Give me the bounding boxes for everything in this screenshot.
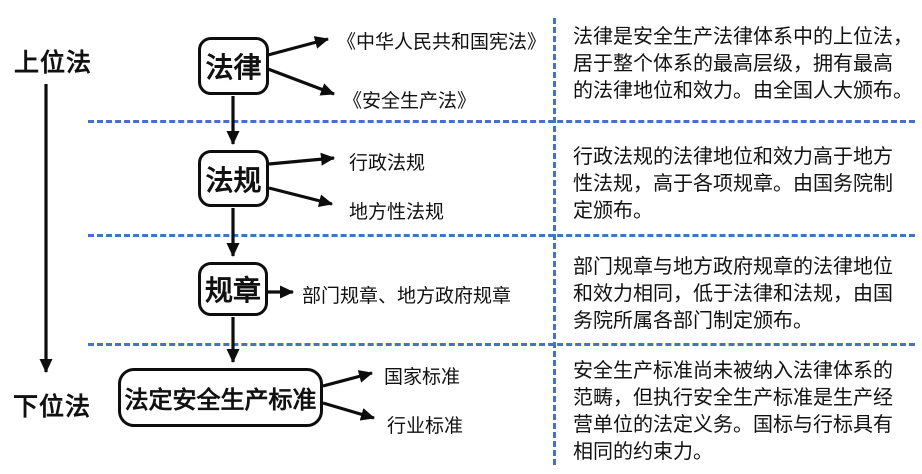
arrow-law-to-constitution	[267, 36, 329, 57]
description-rule-line-3: 务院所属各部门制定颁布。	[573, 310, 813, 332]
row-separator-1	[88, 120, 915, 123]
description-law-line-1: 法律是安全生产法律体系中的上位法，	[573, 26, 913, 48]
description-standard-line-4: 相同的约束力。	[573, 441, 713, 463]
column-separator	[553, 18, 556, 465]
example-constitution: 《中华人民共和国宪法》	[337, 32, 547, 53]
description-standard-line-2: 范畴，但执行安全生产标准是生产经	[573, 387, 893, 409]
description-law-line-3: 的法律地位和效力。由全国人大颁布。	[573, 80, 913, 102]
row-separator-2	[88, 234, 915, 237]
node-regulation-label: 法规	[205, 164, 262, 196]
description-regulation: 行政法规的法律地位和效力高于地方 性法规，高于各项规章。由国务院制 定颁布。	[573, 144, 918, 225]
description-rule-line-2: 和效力相同，低于法律和法规，由国	[573, 283, 893, 305]
description-law-line-2: 居于整个体系的最高层级，拥有最高	[573, 53, 893, 75]
node-standard: 法定安全生产标准	[118, 368, 323, 427]
description-standard: 安全生产标准尚未被纳入法律体系的 范畴，但执行安全生产标准是生产经 营单位的法定…	[573, 358, 918, 466]
example-national-standard: 国家标准	[384, 367, 461, 388]
axis-bottom-label: 下位法	[13, 393, 92, 421]
node-regulation: 法规	[198, 150, 269, 207]
node-law: 法律	[198, 37, 269, 95]
arrow-standard-to-industry	[322, 401, 375, 421]
example-department-rule: 部门规章、地方政府规章	[302, 286, 512, 307]
node-law-label: 法律	[205, 52, 262, 83]
description-rule: 部门规章与地方政府规章的法律地位 和效力相同，低于法律和法规，由国 务院所属各部…	[573, 254, 918, 335]
node-rule-label: 规章	[204, 275, 261, 306]
description-standard-line-3: 营单位的法定义务。国标与行标具有	[573, 414, 893, 436]
arrow-standard-to-national	[322, 370, 373, 388]
example-local-regulation: 地方性法规	[349, 202, 445, 223]
description-law: 法律是安全生产法律体系中的上位法， 居于整个体系的最高层级，拥有最高 的法律地位…	[573, 24, 918, 105]
example-safety-law: 《安全生产法》	[343, 91, 477, 112]
description-standard-line-1: 安全生产标准尚未被纳入法律体系的	[573, 360, 893, 382]
description-regulation-line-3: 定颁布。	[573, 200, 653, 222]
example-administrative-regulation: 行政法规	[349, 153, 426, 174]
row-separator-3	[88, 343, 915, 346]
arrow-regulation-to-local	[268, 186, 333, 208]
arrow-regulation-to-admin	[268, 152, 335, 166]
description-rule-line-1: 部门规章与地方政府规章的法律地位	[573, 256, 893, 278]
node-rule: 规章	[198, 262, 268, 316]
example-industry-standard: 行业标准	[387, 416, 464, 437]
node-standard-label: 法定安全生产标准	[124, 387, 317, 414]
description-regulation-line-2: 性法规，高于各项规章。由国务院制	[573, 173, 893, 195]
arrow-law-to-safety-law	[267, 67, 335, 96]
description-regulation-line-1: 行政法规的法律地位和效力高于地方	[573, 146, 893, 168]
axis-top-label: 上位法	[14, 49, 93, 77]
